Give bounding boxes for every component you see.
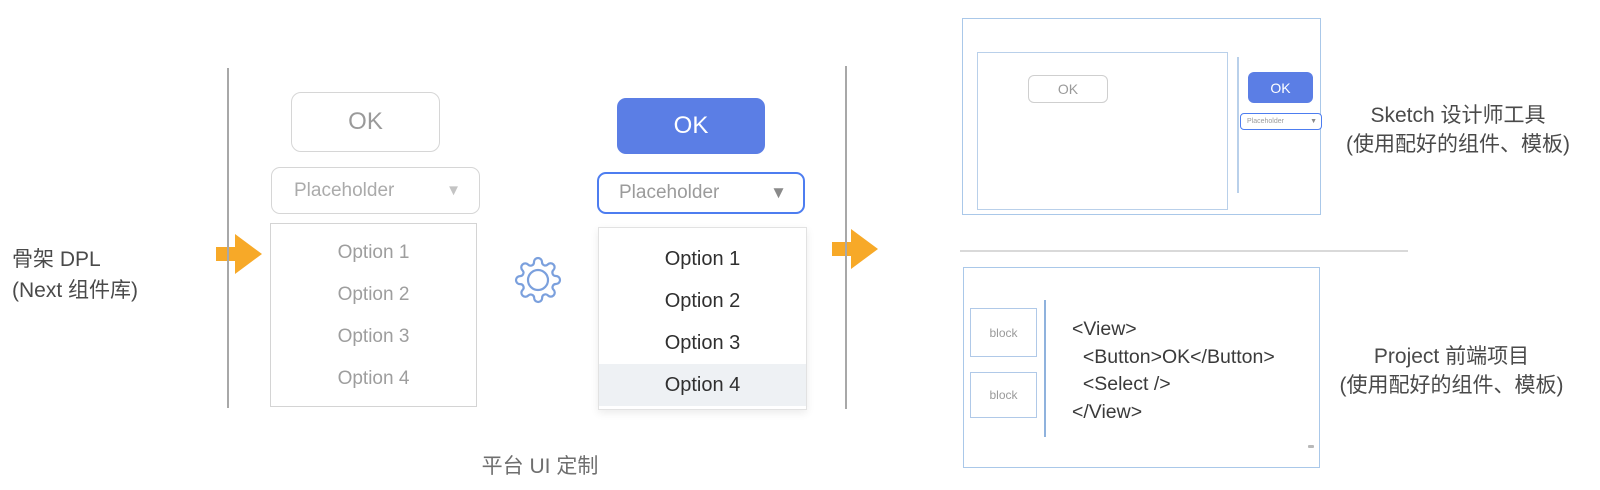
chevron-down-icon: ▼	[1310, 118, 1317, 125]
custom-option-2[interactable]: Option 2	[664, 289, 741, 312]
sketch-stage-label-line1: Sketch 设计师工具	[1370, 104, 1546, 127]
sketch-panel-ok-button[interactable]: OK	[1248, 72, 1313, 103]
code-line-1: <View>	[1072, 318, 1137, 340]
custom-ok-button[interactable]: OK	[617, 98, 765, 154]
custom-option-3[interactable]: Option 3	[664, 331, 741, 354]
code-block-1-label: block	[989, 325, 1018, 340]
sketch-artboard-ok-button[interactable]: OK	[1028, 75, 1108, 103]
custom-select-placeholder: Placeholder	[619, 182, 720, 203]
sketch-panel-divider	[1237, 57, 1239, 193]
chevron-down-icon: ▼	[770, 183, 787, 202]
stage-divider-right	[845, 66, 847, 409]
custom-options-list: Option 1 Option 2 Option 3 Option 4	[598, 227, 807, 410]
code-line-2: <Button>OK</Button>	[1072, 345, 1275, 368]
sketch-artboard-ok-label: OK	[1057, 81, 1079, 97]
sketch-panel-select-placeholder: Placeholder	[1247, 118, 1284, 125]
custom-select[interactable]: Placeholder ▼	[597, 172, 805, 214]
stage-divider-left	[227, 68, 229, 408]
left-stage-label: 骨架 DPL (Next 组件库)	[12, 244, 202, 306]
sketch-stage-label: Sketch 设计师工具 (使用配好的组件、模板)	[1316, 101, 1600, 159]
skeleton-option-2[interactable]: Option 2	[337, 284, 410, 305]
stray-mark	[1308, 445, 1314, 448]
custom-option-1[interactable]: Option 1	[664, 247, 741, 270]
code-block-2-label: block	[989, 388, 1018, 402]
code-block-2[interactable]: block	[970, 372, 1037, 418]
middle-caption: 平台 UI 定制	[481, 455, 599, 478]
code-line-3: <Select />	[1072, 373, 1171, 395]
skeleton-option-4[interactable]: Option 4	[337, 368, 410, 389]
code-snippet: <View> <Button>OK</Button> <Select /> </…	[1072, 316, 1275, 426]
sketch-stage-label-line2: (使用配好的组件、模板)	[1346, 133, 1570, 156]
left-stage-label-line1: 骨架 DPL	[12, 248, 101, 271]
arrow-right-icon	[832, 229, 878, 269]
project-stage-label: Project 前端项目 (使用配好的组件、模板)	[1303, 342, 1600, 400]
gear-icon	[514, 256, 562, 304]
skeleton-option-3[interactable]: Option 3	[337, 326, 410, 347]
arrow-right-icon	[216, 234, 262, 274]
left-stage-label-line2: (Next 组件库)	[12, 279, 138, 302]
sketch-panel-select[interactable]: Placeholder ▼	[1240, 113, 1322, 130]
skeleton-ok-button[interactable]: OK	[291, 92, 440, 152]
skeleton-select-placeholder: Placeholder	[294, 179, 395, 201]
custom-ok-button-label: OK	[673, 112, 709, 139]
code-block-1[interactable]: block	[970, 308, 1037, 357]
project-code-window	[963, 267, 1320, 468]
right-section-divider	[960, 250, 1408, 252]
project-stage-label-line1: Project 前端项目	[1373, 345, 1530, 368]
code-panel-divider	[1044, 300, 1046, 437]
skeleton-option-1[interactable]: Option 1	[337, 242, 410, 263]
skeleton-options-list: Option 1 Option 2 Option 3 Option 4	[270, 223, 477, 407]
sketch-panel-ok-label: OK	[1270, 79, 1291, 96]
chevron-down-icon: ▼	[446, 182, 461, 199]
code-line-4: </View>	[1072, 400, 1143, 423]
skeleton-ok-button-label: OK	[348, 108, 383, 135]
project-stage-label-line2: (使用配好的组件、模板)	[1339, 374, 1564, 397]
custom-option-4-highlighted[interactable]: Option 4	[599, 364, 806, 406]
skeleton-select[interactable]: Placeholder ▼	[271, 167, 480, 214]
